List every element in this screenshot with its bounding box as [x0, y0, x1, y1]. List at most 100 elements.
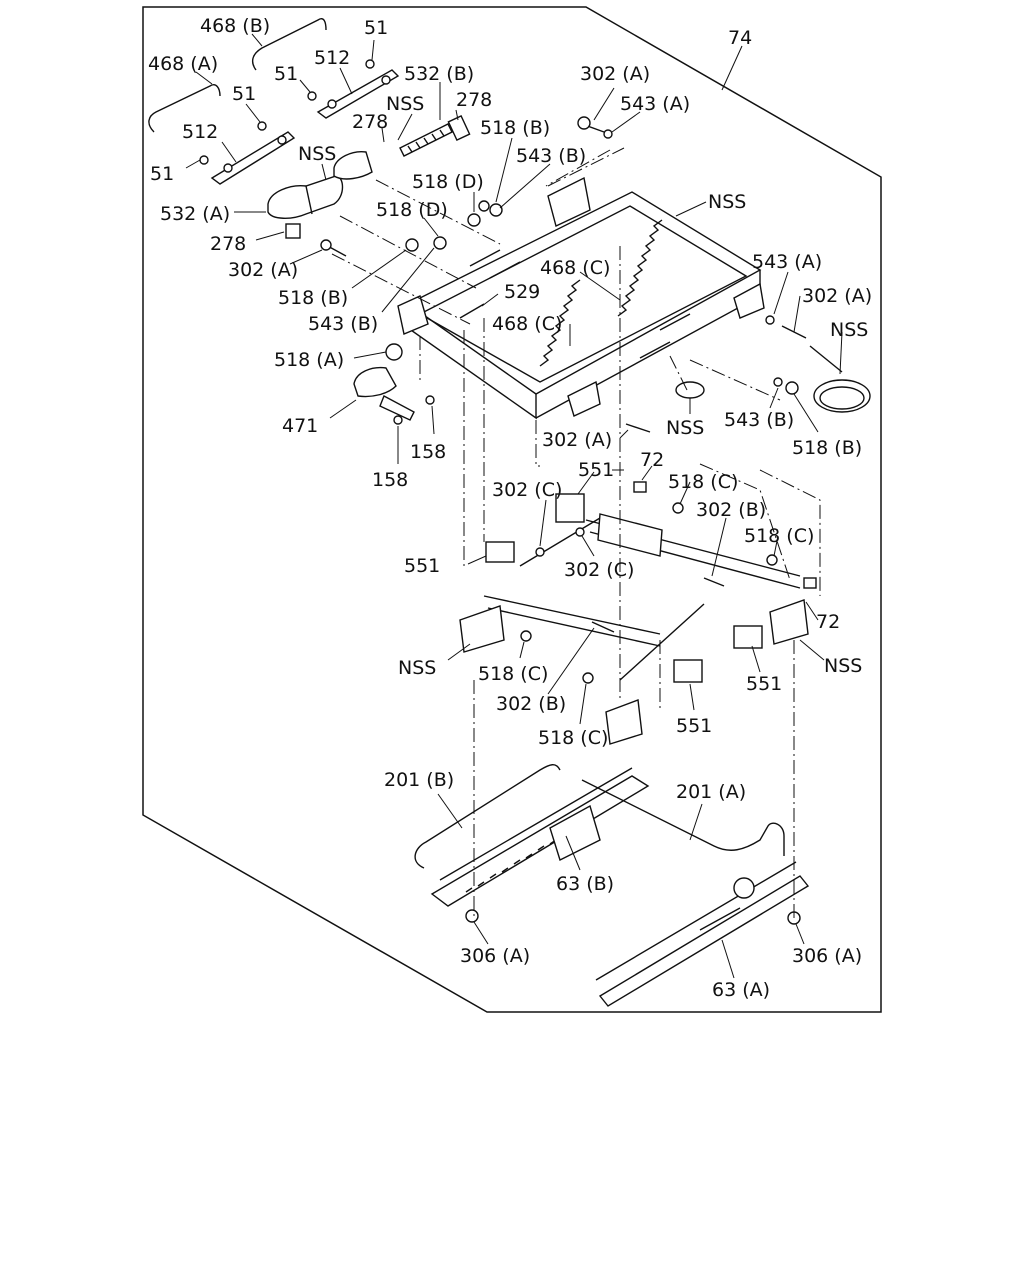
bolt	[223, 163, 233, 173]
nut-518c	[672, 502, 684, 514]
callout-label: 51	[364, 17, 388, 39]
callout-label: NSS	[298, 143, 336, 165]
callout-label: 72	[640, 449, 664, 471]
bolt-51	[365, 59, 375, 69]
frame-bracket-left	[397, 295, 429, 335]
frame-bracket-rear	[547, 176, 591, 227]
nut-518d	[433, 236, 447, 250]
callout-label: 543 (B)	[516, 145, 586, 167]
callout-label: 302 (C)	[492, 479, 562, 501]
frame-bracket-front	[567, 380, 601, 417]
nut-518c-2	[766, 554, 778, 566]
callout-label: 158	[372, 469, 408, 491]
cable-201a	[581, 779, 785, 856]
rod-468a	[148, 84, 221, 133]
callout-label: 518 (B)	[278, 287, 348, 309]
callout-label: 278	[456, 89, 492, 111]
callout-label: NSS	[830, 319, 868, 341]
pin-72-b	[803, 577, 817, 589]
callout-label: 63 (A)	[712, 979, 770, 1001]
callout-label: 306 (A)	[460, 945, 530, 967]
callout-label: 551	[404, 555, 440, 577]
callout-label: 302 (A)	[542, 429, 612, 451]
callout-label: 529	[504, 281, 540, 303]
nut-518b-right	[785, 381, 799, 395]
nut-518d-2	[467, 213, 481, 227]
rail-mechanism-63a	[733, 877, 755, 899]
bolt-302a-front	[625, 423, 651, 433]
link-bracket-nss-left	[459, 605, 505, 653]
lever-471-link	[379, 395, 415, 421]
callout-label: 518 (C)	[478, 663, 548, 685]
strap-nss-cable	[809, 345, 843, 373]
bolt-head	[320, 239, 332, 251]
callout-label: 51	[150, 163, 174, 185]
callout-label: 518 (C)	[538, 727, 608, 749]
callout-label: 201 (A)	[676, 781, 746, 803]
washer-543b-right	[773, 377, 783, 387]
frame-bracket-right	[733, 282, 765, 319]
pad-551-c	[733, 625, 763, 649]
bolt-head	[577, 116, 591, 130]
rail-mechanism-63b	[549, 804, 601, 861]
callout-label: 278	[210, 233, 246, 255]
pad-551-d	[673, 659, 703, 683]
callout-label: 306 (A)	[792, 945, 862, 967]
callout-label: 518 (D)	[376, 199, 448, 221]
callout-label: 302 (B)	[496, 693, 566, 715]
callout-label: 201 (B)	[384, 769, 454, 791]
alignment-lines	[331, 147, 821, 918]
rail-63b	[430, 767, 650, 907]
callout-label: 468 (A)	[148, 53, 218, 75]
strap-nss-small	[675, 381, 705, 399]
pad-551-a	[485, 541, 515, 563]
bolt-302b	[591, 621, 615, 633]
nut-306a-left	[465, 909, 479, 923]
nut-518c-3	[520, 630, 532, 642]
parts-artwork	[148, 18, 871, 1007]
callout-label: 543 (B)	[308, 313, 378, 335]
callout-label: NSS	[708, 191, 746, 213]
bolt	[381, 75, 391, 85]
callout-label: 158	[410, 441, 446, 463]
spring-532b	[399, 123, 453, 157]
callout-label: 518 (C)	[668, 471, 738, 493]
bolt-302c	[535, 547, 545, 557]
callout-label: 551	[676, 715, 712, 737]
callout-label: 471	[282, 415, 318, 437]
callout-label: 543 (A)	[752, 251, 822, 273]
nut-518c-4	[582, 672, 594, 684]
washer-543a	[603, 129, 613, 139]
bolt-51	[307, 91, 317, 101]
callout-label: 302 (A)	[580, 63, 650, 85]
pin-529	[459, 303, 485, 319]
spring-468c-lower	[539, 279, 581, 367]
bolt	[327, 99, 337, 109]
rail-63a	[595, 861, 810, 1007]
seat-frame-inner	[418, 205, 748, 383]
lever-532a	[267, 175, 344, 219]
pad-551-b	[555, 493, 585, 523]
spring-468c-upper	[617, 219, 663, 317]
bolt-302c-2	[575, 527, 585, 537]
callout-label: 72	[816, 611, 840, 633]
bolt	[277, 135, 287, 145]
callout-label: 518 (B)	[792, 437, 862, 459]
callout-label: 551	[746, 673, 782, 695]
callout-label: 518 (A)	[274, 349, 344, 371]
washer-518a	[385, 343, 403, 361]
crossbar-diagonal	[519, 517, 705, 681]
sleeve-278-lower	[285, 223, 301, 239]
frame-slots	[469, 249, 691, 359]
diagram-border	[142, 6, 882, 1013]
leader-lines	[185, 33, 843, 979]
callout-label: 551	[578, 459, 614, 481]
rod-468b	[251, 18, 327, 71]
callout-label: 278	[352, 111, 388, 133]
nut-518b	[405, 238, 419, 252]
callout-label: 518 (C)	[744, 525, 814, 547]
link-bracket-nss-right	[769, 599, 809, 645]
crossbar-front	[483, 595, 661, 647]
callout-label: 302 (B)	[696, 499, 766, 521]
